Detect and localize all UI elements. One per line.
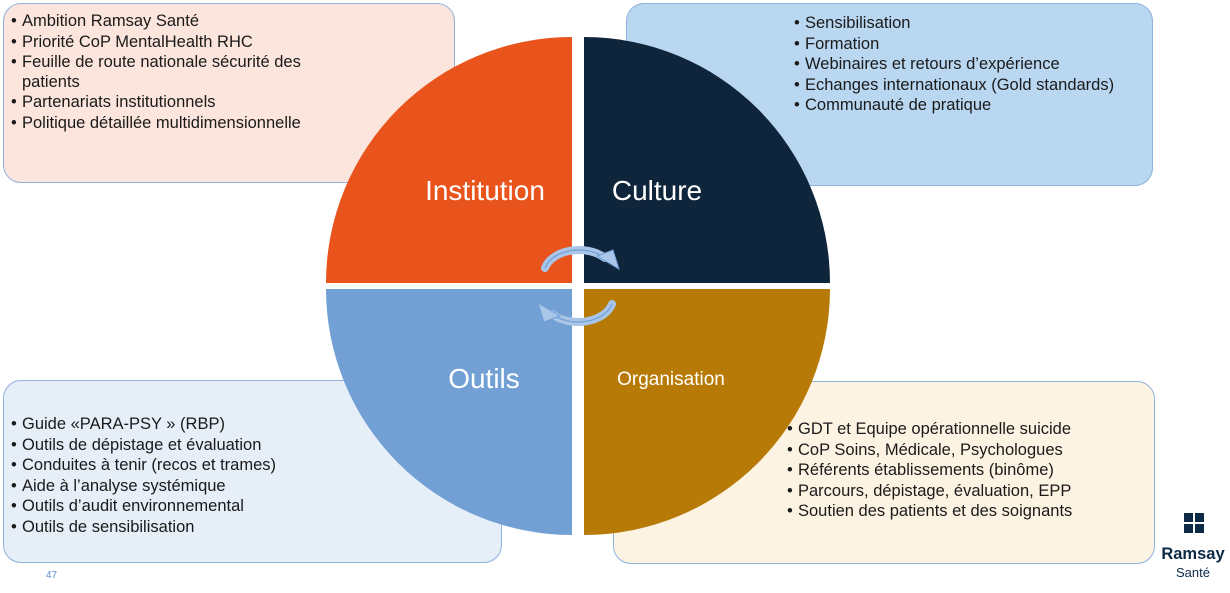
list-item: Politique détaillée multidimensionnelle <box>11 114 321 134</box>
list-item: Aide à l’analyse systémique <box>11 477 341 497</box>
list-item: Ambition Ramsay Santé <box>11 12 321 32</box>
list-item: Feuille de route nationale sécurité des … <box>11 53 321 92</box>
institution-label: Institution <box>425 175 545 206</box>
list-item: Conduites à tenir (recos et trames) <box>11 456 341 476</box>
culture-list: Sensibilisation Formation Webinaires et … <box>794 14 1124 117</box>
cycle-arrows-icon <box>537 245 620 327</box>
list-item: Partenariats institutionnels <box>11 93 321 113</box>
list-item: Echanges internationaux (Gold standards) <box>794 76 1124 96</box>
organisation-list: GDT et Equipe opérationnelle suicide CoP… <box>787 420 1147 523</box>
institution-quadrant <box>326 37 572 283</box>
list-item: Outils d’audit environnemental <box>11 497 341 517</box>
institution-box: Ambition Ramsay Santé Priorité CoP Menta… <box>3 3 455 183</box>
list-item: CoP Soins, Médicale, Psychologues <box>787 441 1147 461</box>
culture-quadrant <box>584 37 830 283</box>
list-item: Formation <box>794 35 1124 55</box>
organisation-label: Organisation <box>617 369 725 390</box>
logo-name: Ramsay <box>1161 545 1225 563</box>
page-number: 47 <box>46 570 58 581</box>
list-item: Soutien des patients et des soignants <box>787 502 1147 522</box>
list-item: Webinaires et retours d’expérience <box>794 55 1124 75</box>
list-item: Guide «PARA-PSY » (RBP) <box>11 415 341 435</box>
logo-subtitle: Santé <box>1176 565 1210 580</box>
logo-mark-icon <box>1184 513 1204 533</box>
ramsay-logo: Ramsay Santé <box>1156 513 1230 583</box>
list-item: Outils de sensibilisation <box>11 518 341 538</box>
list-item: GDT et Equipe opérationnelle suicide <box>787 420 1147 440</box>
organisation-quadrant <box>584 289 830 535</box>
outils-list: Guide «PARA-PSY » (RBP) Outils de dépist… <box>11 415 341 538</box>
list-item: Outils de dépistage et évaluation <box>11 436 341 456</box>
culture-label: Culture <box>612 175 702 206</box>
list-item: Référents établissements (binôme) <box>787 461 1147 481</box>
list-item: Sensibilisation <box>794 14 1124 34</box>
outils-label: Outils <box>448 363 520 394</box>
list-item: Priorité CoP MentalHealth RHC <box>11 33 321 53</box>
list-item: Communauté de pratique <box>794 96 1124 116</box>
institution-list: Ambition Ramsay Santé Priorité CoP Menta… <box>11 12 321 134</box>
list-item: Parcours, dépistage, évaluation, EPP <box>787 482 1147 502</box>
outils-quadrant <box>326 289 572 535</box>
